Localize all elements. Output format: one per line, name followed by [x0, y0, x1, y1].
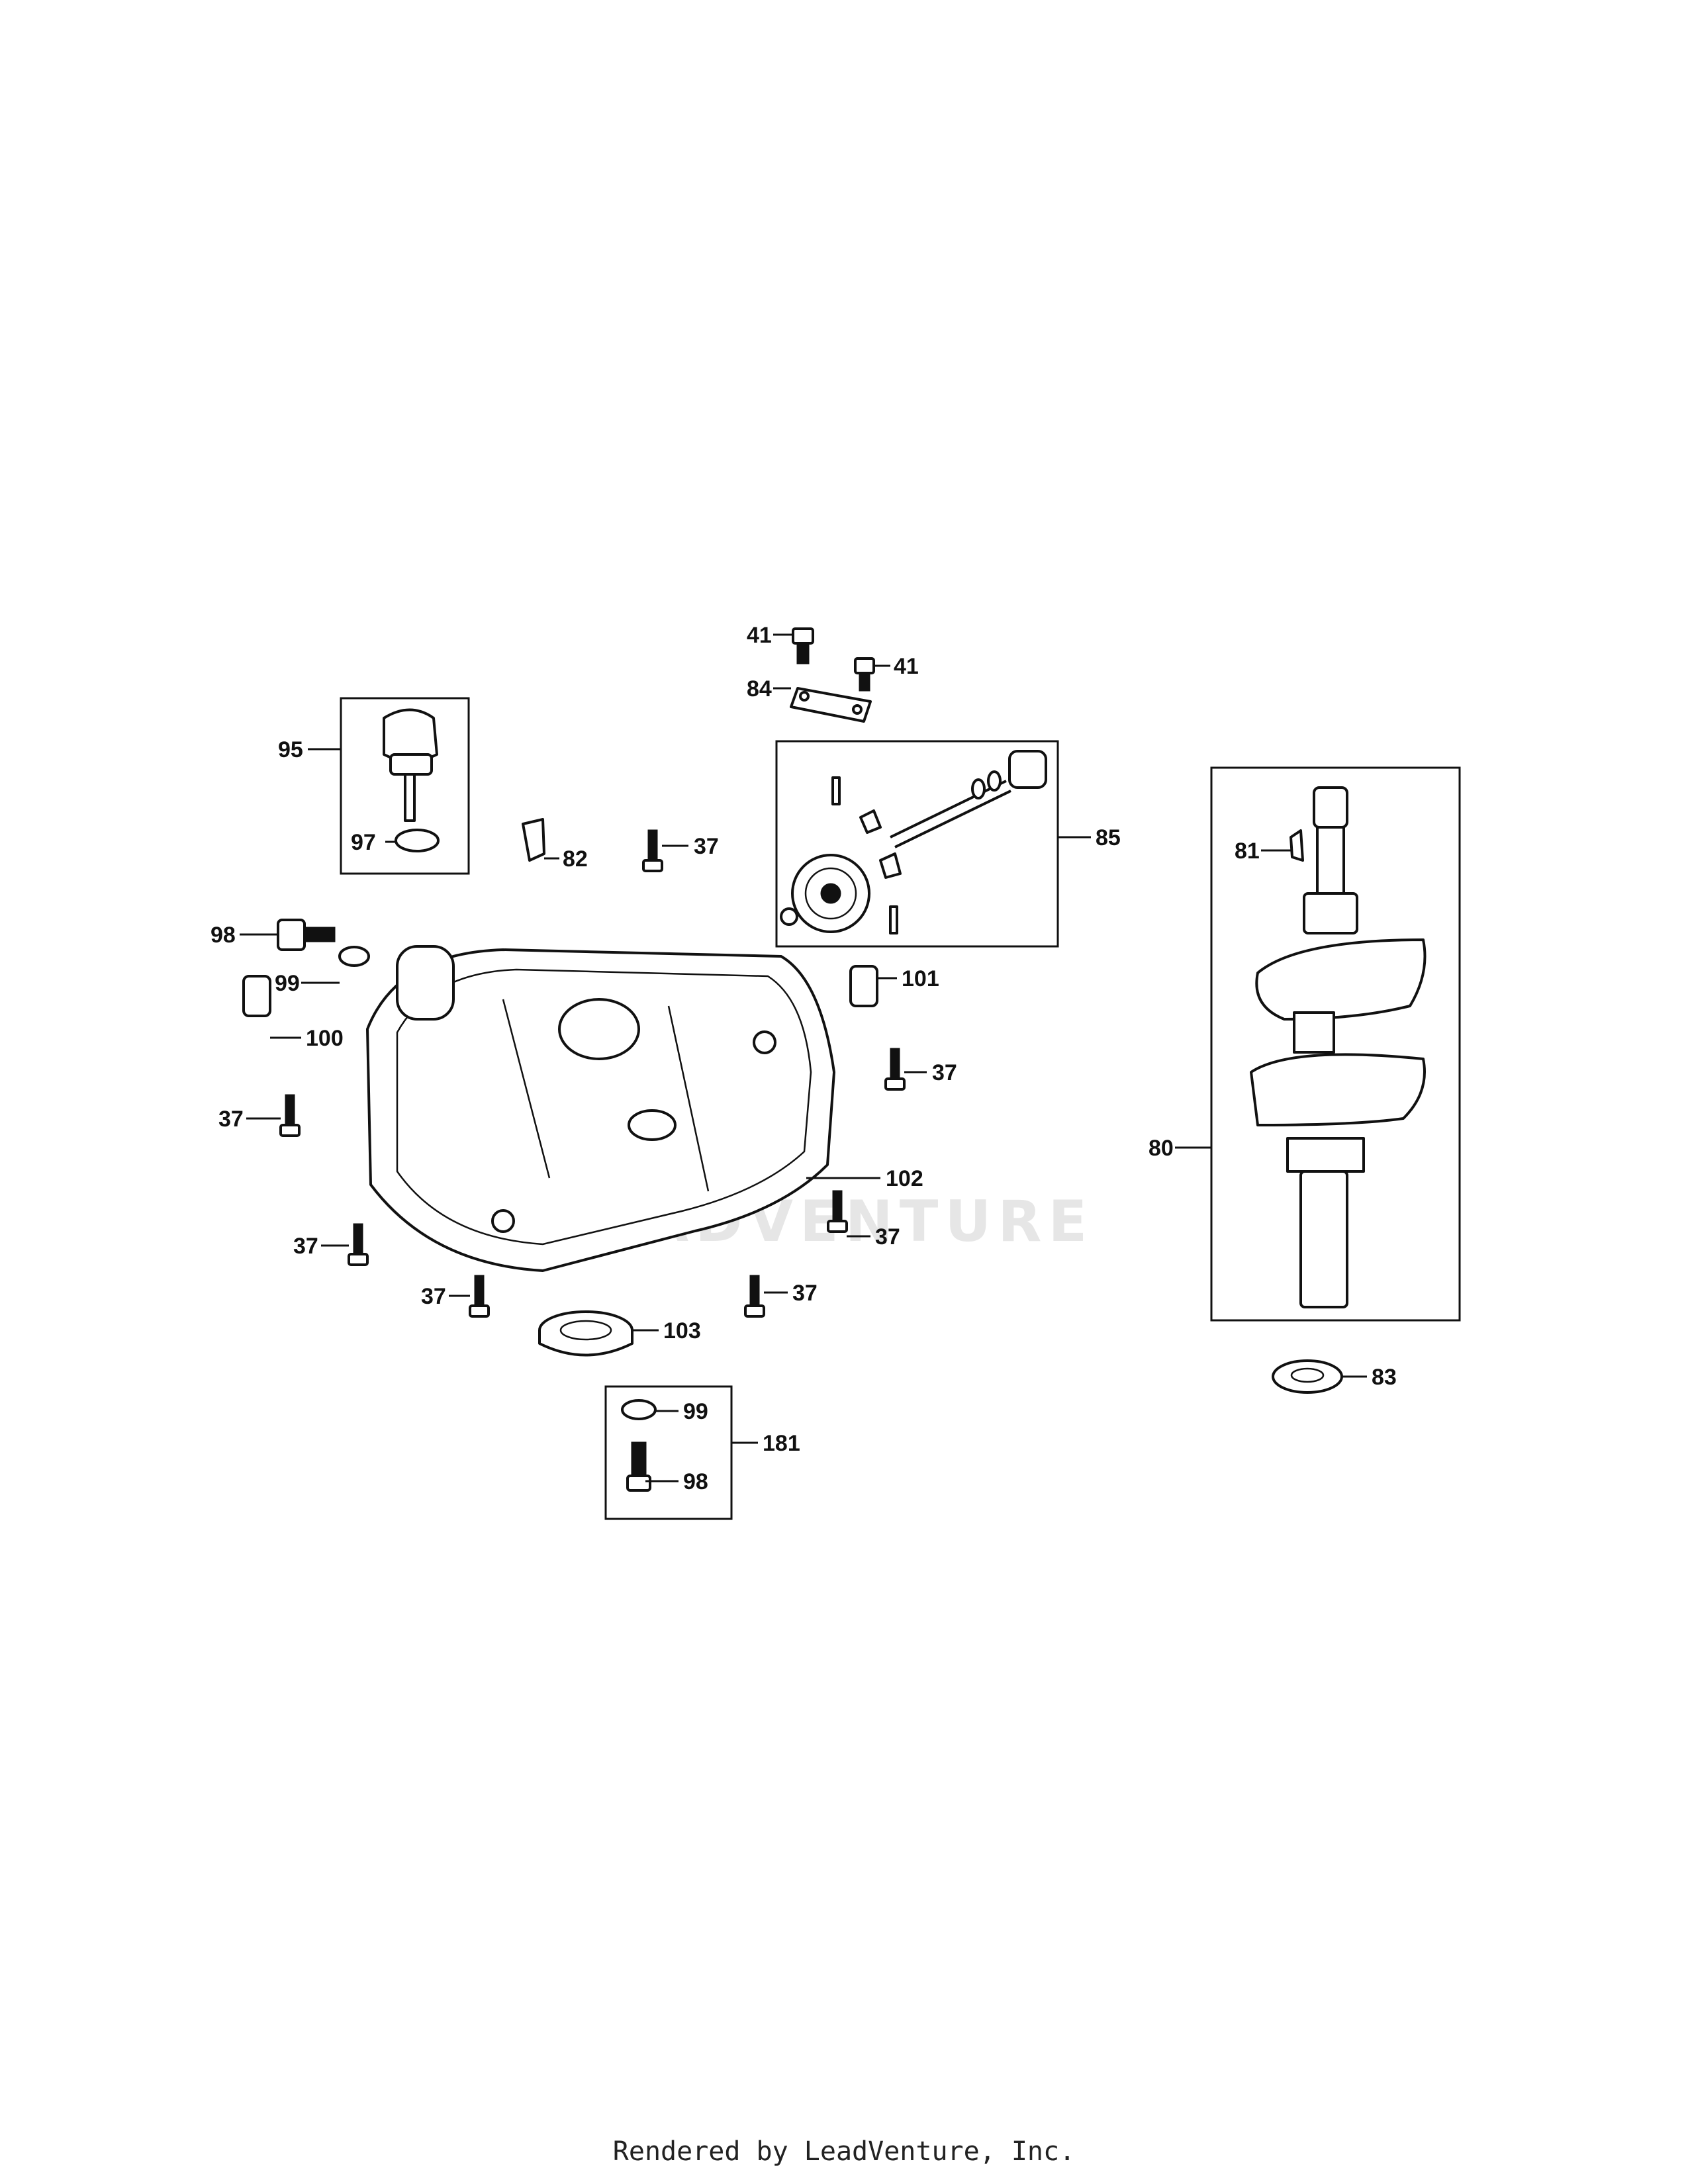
kit-box-181 — [604, 1385, 733, 1520]
callout-85[interactable]: 85 — [1096, 825, 1121, 850]
callout-83[interactable]: 83 — [1372, 1365, 1397, 1390]
callout-84[interactable]: 84 — [747, 676, 772, 702]
part-98-bolt-kit[interactable] — [626, 1441, 651, 1492]
callout-102[interactable]: 102 — [886, 1166, 923, 1191]
part-41-bolt-top[interactable] — [792, 627, 814, 664]
callout-181[interactable]: 181 — [763, 1431, 800, 1456]
part-103-seal[interactable] — [538, 1310, 633, 1357]
callout-labels: 41 41 84 95 97 82 37 85 81 98 99 100 101… — [211, 623, 1397, 1494]
part-85-governor-assembly[interactable] — [780, 750, 1047, 934]
callout-82[interactable]: 82 — [563, 846, 588, 872]
part-41-bolt-right[interactable] — [854, 657, 875, 692]
part-80-crankshaft[interactable] — [1250, 786, 1427, 1308]
part-95-dipstick[interactable] — [383, 708, 438, 822]
kit-box-95 — [340, 697, 470, 875]
leader-lines — [240, 633, 1367, 1482]
callout-41[interactable]: 41 — [894, 654, 919, 679]
part-102-crankcase-cover[interactable] — [366, 945, 835, 1272]
part-37-bolt-d[interactable] — [827, 1190, 848, 1233]
callout-37[interactable]: 37 — [875, 1224, 900, 1250]
footer-credit: Rendered by LeadVenture, Inc. — [612, 2136, 1076, 2167]
kit-box-80 — [1210, 766, 1461, 1322]
callout-37[interactable]: 37 — [421, 1284, 446, 1309]
callout-99[interactable]: 99 — [275, 971, 300, 996]
callout-98[interactable]: 98 — [683, 1469, 708, 1494]
part-82-clip[interactable] — [522, 818, 545, 862]
callout-100[interactable]: 100 — [306, 1026, 344, 1051]
part-37-bolt-b[interactable] — [884, 1048, 906, 1091]
part-37-bolt-f[interactable] — [469, 1275, 490, 1318]
part-100-dowel[interactable] — [242, 975, 271, 1017]
part-37-bolt-g[interactable] — [744, 1275, 765, 1318]
callout-98[interactable]: 98 — [211, 923, 236, 948]
part-97-o-ring[interactable] — [395, 829, 440, 852]
part-83-washer[interactable] — [1272, 1359, 1343, 1394]
callout-95[interactable]: 95 — [278, 737, 303, 762]
callout-99[interactable]: 99 — [683, 1399, 708, 1424]
part-98-bolt-left[interactable] — [277, 919, 336, 951]
part-101-dowel[interactable] — [849, 965, 878, 1007]
callout-37[interactable]: 37 — [694, 834, 719, 859]
part-99-washer-left[interactable] — [338, 946, 370, 967]
callout-37[interactable]: 37 — [792, 1281, 818, 1306]
callout-37[interactable]: 37 — [293, 1234, 318, 1259]
part-37-bolt-c[interactable] — [279, 1094, 301, 1137]
part-37-bolt-e[interactable] — [348, 1223, 369, 1266]
part-99-washer-kit[interactable] — [621, 1399, 657, 1420]
callout-97[interactable]: 97 — [351, 830, 376, 855]
kit-box-85 — [775, 740, 1059, 948]
callout-41[interactable]: 41 — [747, 623, 772, 648]
callout-80[interactable]: 80 — [1149, 1136, 1174, 1161]
callout-37[interactable]: 37 — [932, 1060, 957, 1085]
callout-101[interactable]: 101 — [902, 966, 939, 991]
part-81-key[interactable] — [1289, 829, 1304, 862]
part-84-bracket[interactable] — [790, 687, 872, 723]
callout-81[interactable]: 81 — [1235, 839, 1260, 864]
callout-37[interactable]: 37 — [218, 1107, 244, 1132]
callout-103[interactable]: 103 — [663, 1318, 701, 1343]
part-37-bolt-a[interactable] — [642, 829, 663, 872]
